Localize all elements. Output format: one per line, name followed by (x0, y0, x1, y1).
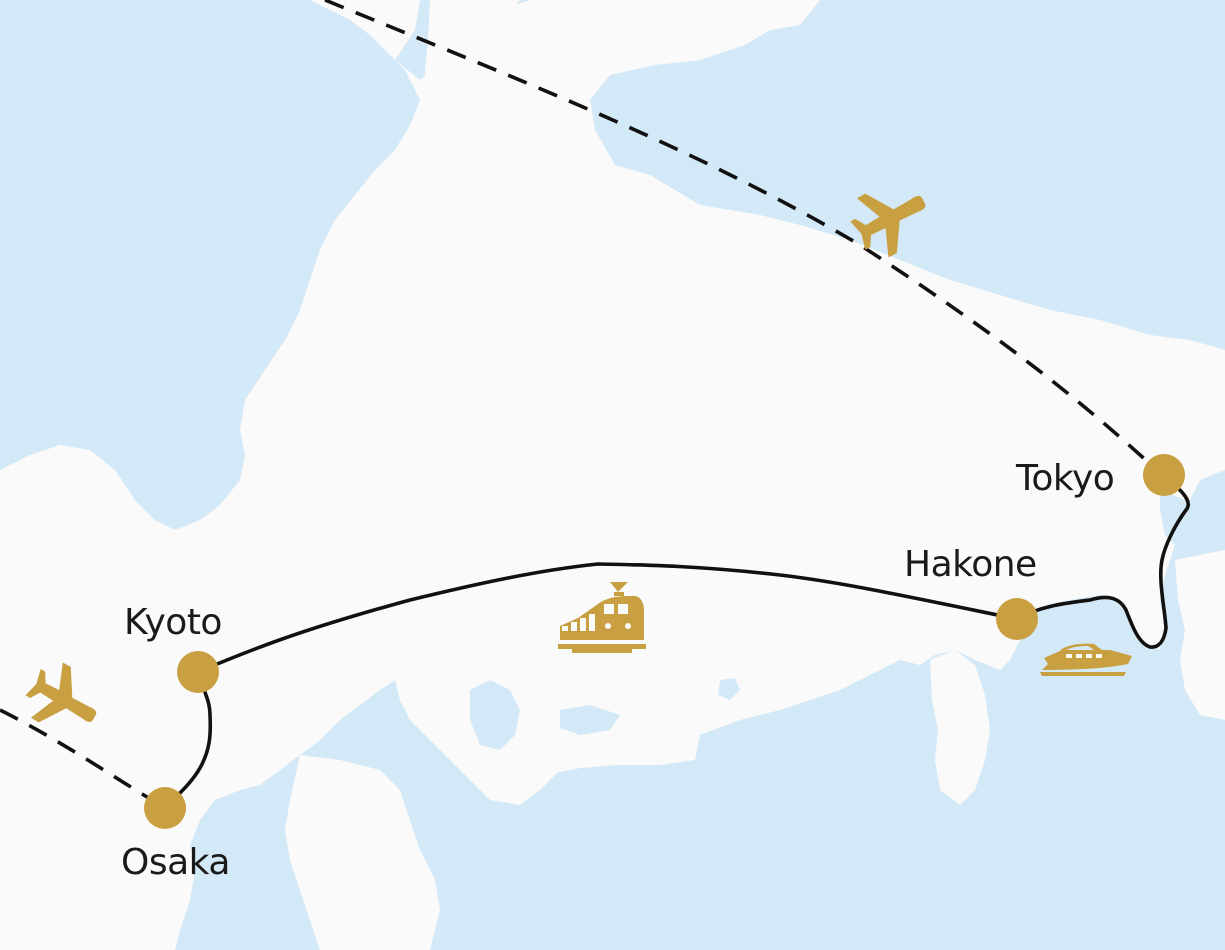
city-marker-kyoto[interactable] (177, 651, 219, 693)
ise-bay (470, 680, 520, 750)
kii-land (285, 755, 440, 950)
city-marker-osaka[interactable] (144, 787, 186, 829)
kansai-land (0, 780, 140, 950)
route-kyoto-to-hakone (196, 562, 1019, 674)
city-labels: Tokyo Hakone Kyoto Osaka (121, 458, 1115, 883)
izu-peninsula (930, 650, 990, 805)
city-label-osaka: Osaka (121, 842, 230, 883)
city-marker-hakone[interactable] (996, 598, 1038, 640)
lake-hamana (718, 678, 740, 700)
boso-peninsula (1175, 550, 1225, 720)
city-label-hakone: Hakone (904, 544, 1037, 585)
route-flight-from-osaka (0, 708, 166, 810)
route-tokyo-to-hakone (1015, 473, 1190, 649)
lake (1080, 605, 1130, 648)
bay (1160, 490, 1190, 545)
city-marker-tokyo[interactable] (1143, 454, 1185, 496)
chita-land (520, 735, 700, 775)
mikawa-bay (560, 705, 620, 735)
route-osaka-to-kyoto (163, 670, 213, 810)
city-markers (144, 454, 1185, 829)
train-icon (558, 582, 646, 653)
city-label-kyoto: Kyoto (124, 602, 222, 643)
city-label-tokyo: Tokyo (1015, 458, 1114, 499)
route-flight-to-tokyo (324, 0, 1164, 477)
routes (0, 0, 1190, 810)
noto-land (425, 0, 520, 120)
boat-icon (1040, 643, 1132, 676)
water-details (470, 490, 1190, 750)
